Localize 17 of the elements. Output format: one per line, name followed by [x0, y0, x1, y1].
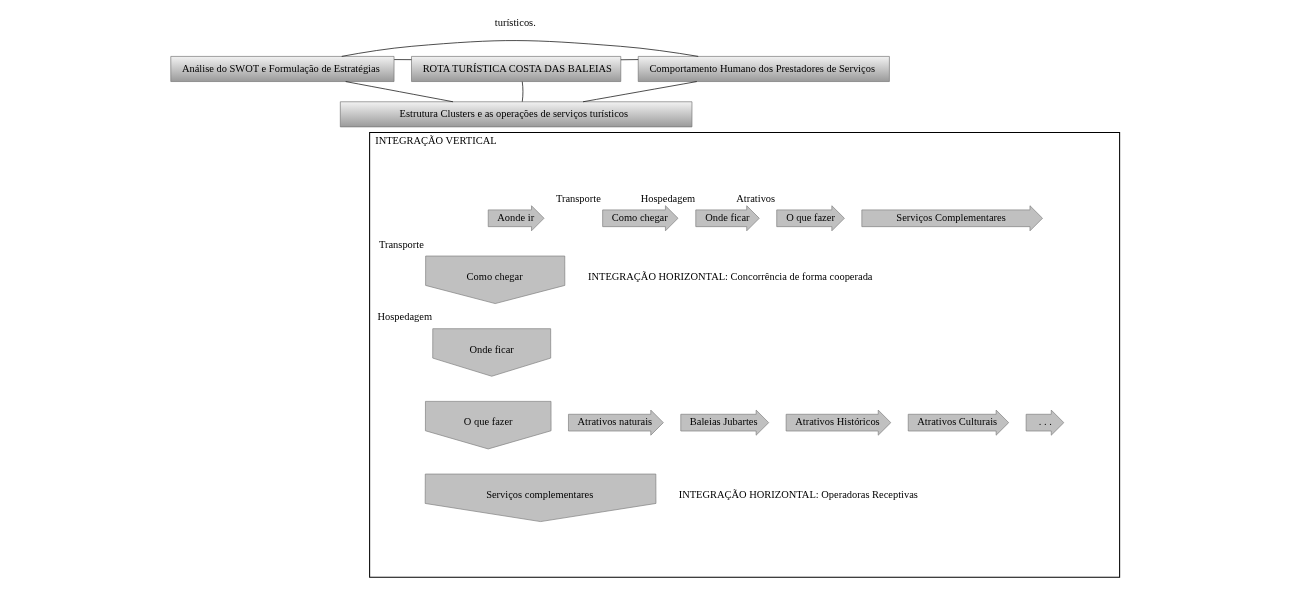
connector [340, 40, 699, 57]
label: turísticos. [494, 17, 536, 29]
node-box: ROTA TURÍSTICA COSTA DAS BALEIAS [410, 56, 621, 82]
connector [582, 81, 697, 103]
connector [521, 81, 523, 102]
connector [620, 59, 639, 61]
label: INTEGRAÇÃO HORIZONTAL: Operadoras Receptivas [678, 488, 918, 500]
node-label: Hospedagem [640, 193, 695, 205]
node-label: Hospedagem [376, 311, 432, 323]
connector [344, 81, 453, 103]
node-label: Transporte [555, 193, 601, 205]
node-box: Estrutura Clusters e as operações de serviços turísticos [339, 101, 692, 128]
node-box: Análise do SWOT e Formulação de Estratégias [169, 56, 394, 82]
node-box: Comportamento Humano dos Prestadores de Serviços [637, 56, 890, 82]
node-label: Transporte [378, 238, 424, 250]
node-label: Atrativos [735, 193, 775, 205]
label: INTEGRAÇÃO HORIZONTAL: Concorrência de forma cooperada [587, 270, 873, 282]
